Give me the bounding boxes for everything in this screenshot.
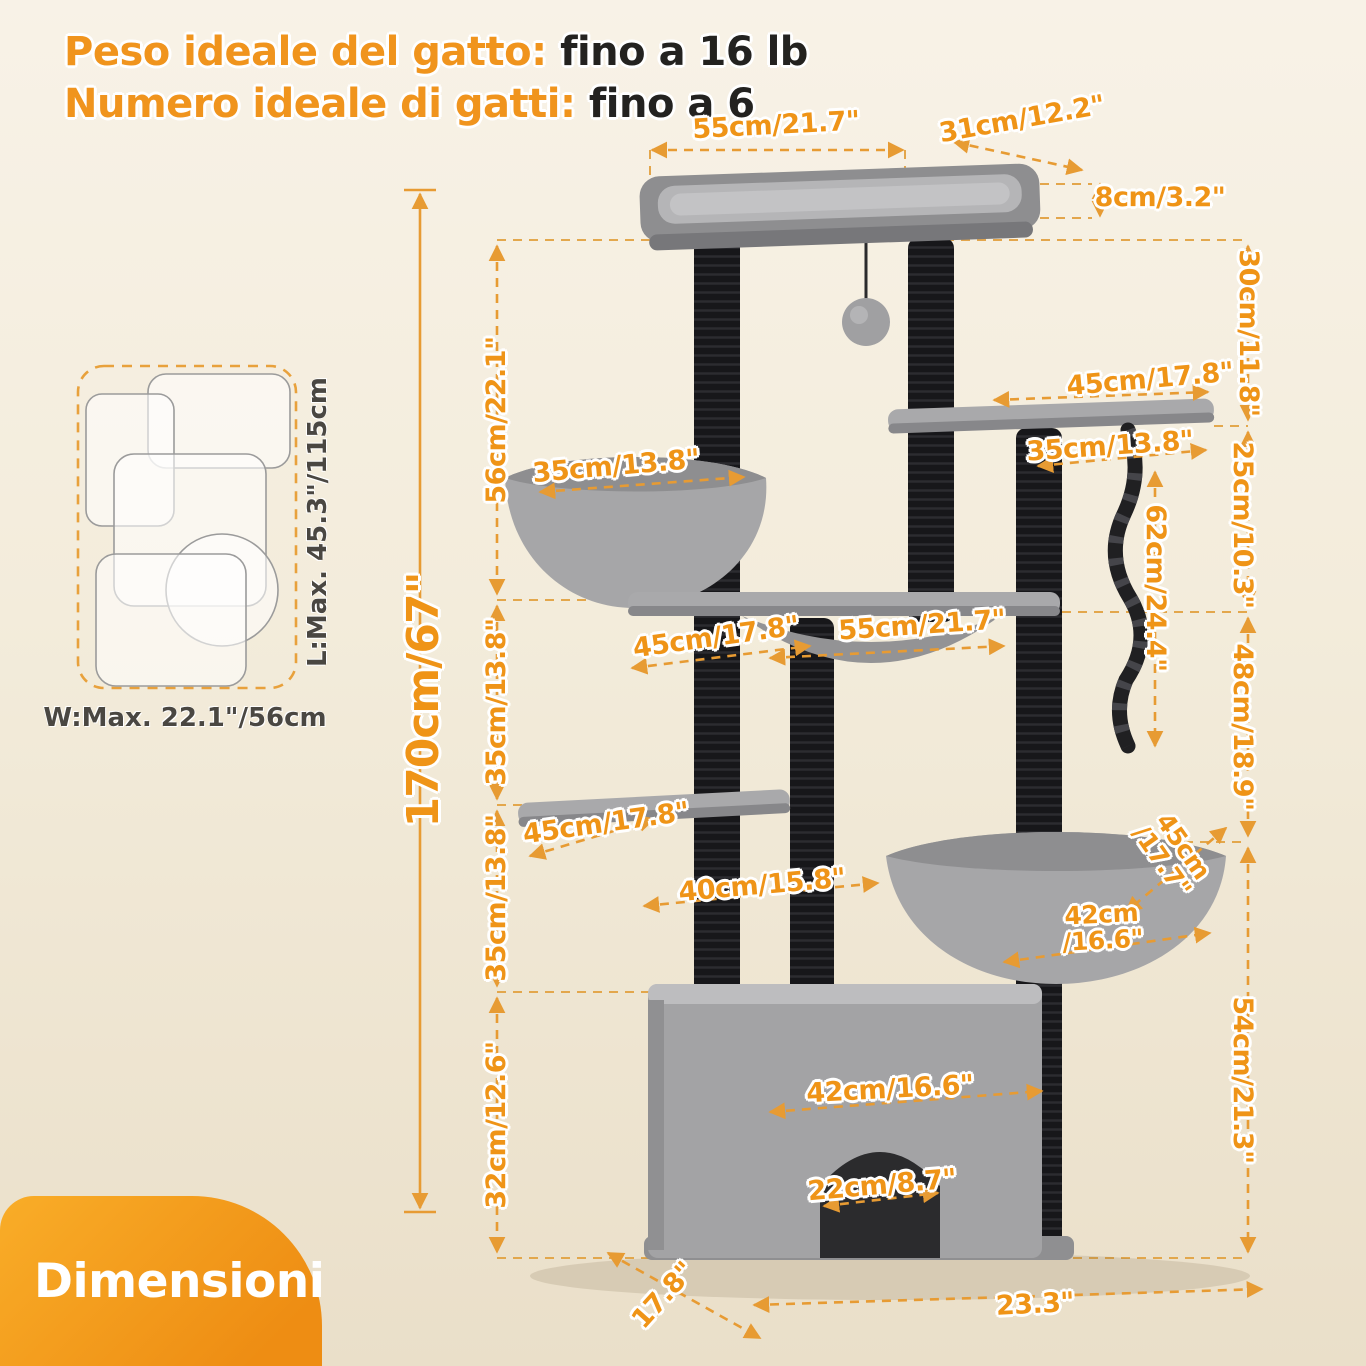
- footprint-length-label: L:Max. 45.3"/115cm: [303, 376, 333, 668]
- dimensions-badge: Dimensioni: [0, 1196, 325, 1366]
- rope-length-label: 62cm/24.4": [1140, 504, 1172, 672]
- cat-count-line: Numero ideale di gatti: fino a 6: [64, 78, 808, 130]
- cat-weight-line: Peso ideale del gatto: fino a 16 lb: [64, 26, 808, 78]
- cat-weight-label: Peso ideale del gatto:: [64, 29, 547, 75]
- perch-to-hammock-label: 25cm/10.3": [1227, 441, 1259, 609]
- mid-platform: [628, 592, 1060, 616]
- cat-house: [644, 984, 1074, 1260]
- overall-height-label: 170cm/67": [397, 572, 449, 828]
- footprint-diagram: [76, 364, 298, 690]
- cat-weight-value: fino a 16 lb: [546, 29, 808, 75]
- base-width-label: 23.3": [995, 1286, 1075, 1322]
- footprint-width-label: W:Max. 22.1"/56cm: [43, 703, 327, 733]
- lower-section-height-label: 35cm/13.8": [480, 814, 512, 982]
- house-height-label: 32cm/12.6": [480, 1041, 512, 1209]
- pompom-toy: [842, 242, 890, 346]
- mid-section-height-label: 35cm/13.8": [480, 618, 512, 786]
- right-basket-width-label: 42cm /16.6": [1061, 897, 1144, 958]
- top-bed: [639, 163, 1041, 251]
- cat-count-label: Numero ideale di gatti:: [64, 81, 576, 127]
- ideal-specs-header: Peso ideale del gatto: fino a 16 lb Nume…: [64, 26, 808, 130]
- climbing-rope: [1107, 422, 1149, 754]
- top-to-perch-label: 30cm/11.8": [1233, 249, 1265, 417]
- upper-section-height-label: 56cm/22.1": [480, 336, 512, 504]
- dimensions-badge-title: Dimensioni: [34, 1253, 325, 1309]
- basket-to-floor-label: 54cm/21.3": [1227, 996, 1259, 1164]
- scratching-post-center: [790, 618, 834, 1002]
- cat-tree-illustration: [505, 163, 1250, 1300]
- hammock-to-basket-label: 48cm/18.9": [1227, 643, 1259, 811]
- overall-height-line: [404, 188, 436, 1214]
- dimension-lines: [404, 136, 1264, 1340]
- top-platform-thickness-label: 8cm/3.2": [1094, 181, 1226, 213]
- cat-count-value: fino a 6: [575, 81, 755, 127]
